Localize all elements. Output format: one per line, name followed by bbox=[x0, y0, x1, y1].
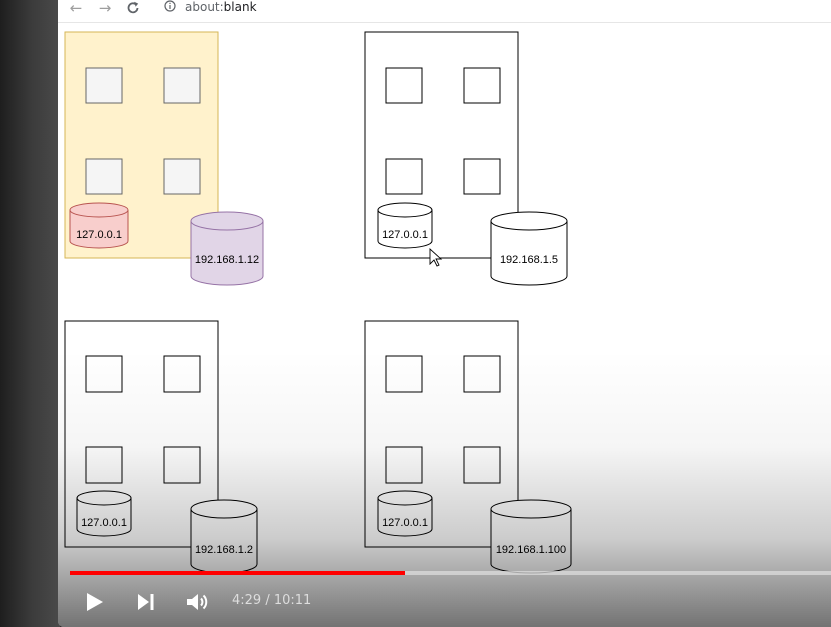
building-window bbox=[385, 67, 423, 104]
local-db[interactable]: 127.0.0.1 bbox=[377, 202, 433, 249]
public-ip-label: 192.168.1.100 bbox=[496, 544, 566, 556]
local-ip-label: 127.0.0.1 bbox=[81, 517, 127, 529]
forward-arrow-icon[interactable]: → bbox=[98, 0, 112, 17]
building-4[interactable]: 127.0.0.1 192.168.1.100 bbox=[364, 320, 572, 574]
next-icon[interactable] bbox=[134, 584, 158, 620]
public-db[interactable]: 192.168.1.2 bbox=[190, 499, 258, 574]
network-diagram: 127.0.0.1 192.168.1.12 127.0.0.1 bbox=[64, 31, 572, 574]
info-icon[interactable] bbox=[164, 0, 176, 12]
browser-toolbar: ← → about:blank bbox=[58, 0, 831, 23]
building-1[interactable]: 127.0.0.1 192.168.1.12 bbox=[64, 31, 264, 286]
public-ip-label: 192.168.1.2 bbox=[195, 544, 253, 556]
building-window bbox=[463, 446, 501, 484]
mouse-cursor-icon bbox=[429, 247, 443, 267]
local-ip-label: 127.0.0.1 bbox=[382, 517, 428, 529]
building-window bbox=[163, 158, 201, 195]
public-ip-label: 192.168.1.12 bbox=[195, 254, 259, 266]
building-window bbox=[385, 158, 423, 195]
play-icon[interactable] bbox=[82, 584, 106, 620]
building-window bbox=[463, 67, 501, 104]
public-db[interactable]: 192.168.1.5 bbox=[490, 211, 568, 286]
building-window bbox=[85, 158, 123, 195]
building-window bbox=[163, 67, 201, 104]
building-window bbox=[385, 355, 423, 393]
local-ip-label: 127.0.0.1 bbox=[76, 229, 122, 241]
public-db[interactable]: 192.168.1.100 bbox=[490, 499, 572, 574]
time-display: 4:29 / 10:11 bbox=[232, 593, 312, 608]
building-body[interactable] bbox=[364, 31, 519, 259]
progress-bar[interactable] bbox=[70, 571, 831, 575]
local-db[interactable]: 127.0.0.1 bbox=[69, 202, 129, 249]
address-bar[interactable]: about:blank bbox=[185, 0, 257, 14]
building-window bbox=[463, 355, 501, 393]
progress-played bbox=[70, 571, 405, 575]
url-main: blank bbox=[223, 0, 257, 14]
video-frame[interactable]: ← → about:blank 127.0.0.1 bbox=[58, 0, 831, 627]
building-window bbox=[385, 446, 423, 484]
local-ip-label: 127.0.0.1 bbox=[382, 229, 428, 241]
public-ip-label: 192.168.1.5 bbox=[500, 254, 558, 266]
building-window bbox=[85, 446, 123, 484]
back-arrow-icon[interactable]: ← bbox=[69, 0, 83, 17]
public-db[interactable]: 192.168.1.12 bbox=[190, 211, 264, 286]
building-3[interactable]: 127.0.0.1 192.168.1.2 bbox=[64, 320, 258, 574]
building-window bbox=[85, 355, 123, 393]
reload-icon[interactable] bbox=[124, 0, 142, 18]
building-window bbox=[163, 446, 201, 484]
url-prefix: about: bbox=[185, 0, 224, 14]
building-window bbox=[85, 67, 123, 104]
building-window bbox=[463, 158, 501, 195]
local-db[interactable]: 127.0.0.1 bbox=[377, 490, 433, 537]
building-window bbox=[163, 355, 201, 393]
player-controls: 4:29 / 10:11 bbox=[58, 584, 831, 620]
local-db[interactable]: 127.0.0.1 bbox=[76, 490, 132, 537]
background-edge bbox=[0, 0, 60, 627]
volume-icon[interactable] bbox=[185, 584, 211, 620]
building-2[interactable]: 127.0.0.1 192.168.1.5 bbox=[364, 31, 568, 286]
